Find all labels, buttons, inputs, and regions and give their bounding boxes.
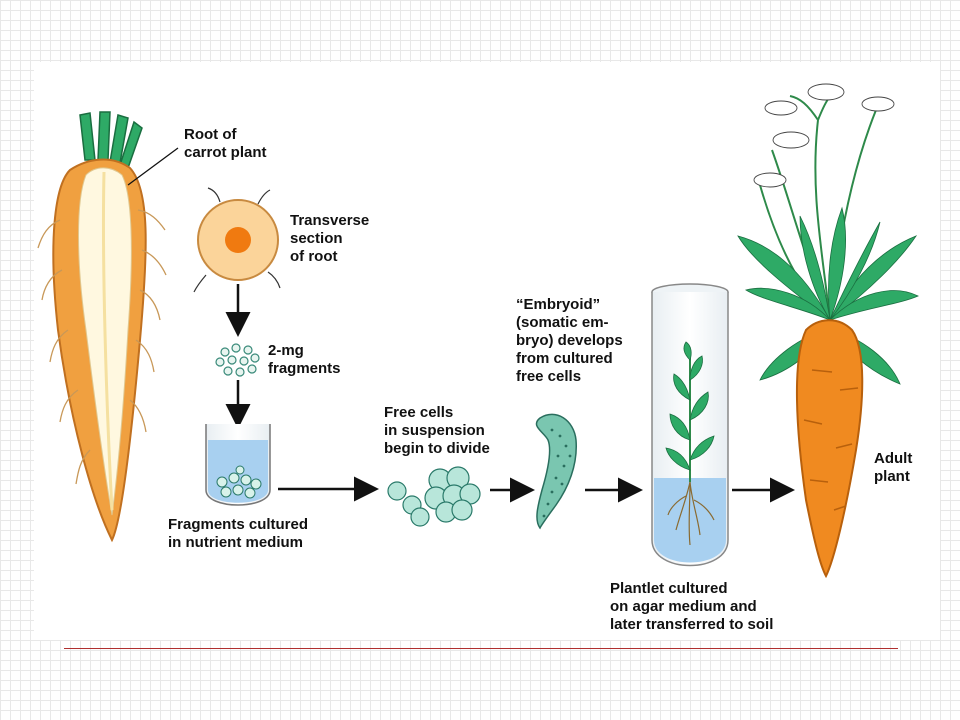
embryoid-illustration bbox=[536, 414, 576, 528]
label-transverse-section: Transverse section of root bbox=[290, 212, 369, 266]
culture-tube-illustration bbox=[206, 424, 270, 505]
label-embryoid: “Embryoid” (somatic em- bryo) develops f… bbox=[516, 296, 623, 386]
adult-carrot-plant-illustration bbox=[738, 84, 918, 576]
label-fragments-cultured: Fragments cultured in nutrient medium bbox=[168, 516, 308, 552]
label-fragments: 2-mg fragments bbox=[268, 342, 341, 378]
fragments-illustration bbox=[216, 344, 259, 376]
footer-divider bbox=[64, 648, 898, 649]
plantlet-tube-illustration bbox=[652, 284, 728, 566]
label-adult-plant: Adult plant bbox=[874, 450, 912, 486]
carrot-root-illustration bbox=[38, 112, 178, 540]
label-plantlet-cultured: Plantlet cultured on agar medium and lat… bbox=[610, 580, 773, 634]
free-cells-illustration bbox=[388, 467, 480, 526]
label-free-cells: Free cells in suspension begin to divide bbox=[384, 404, 490, 458]
label-root-of-carrot-plant: Root of carrot plant bbox=[184, 126, 267, 162]
transverse-section-illustration bbox=[194, 188, 280, 292]
